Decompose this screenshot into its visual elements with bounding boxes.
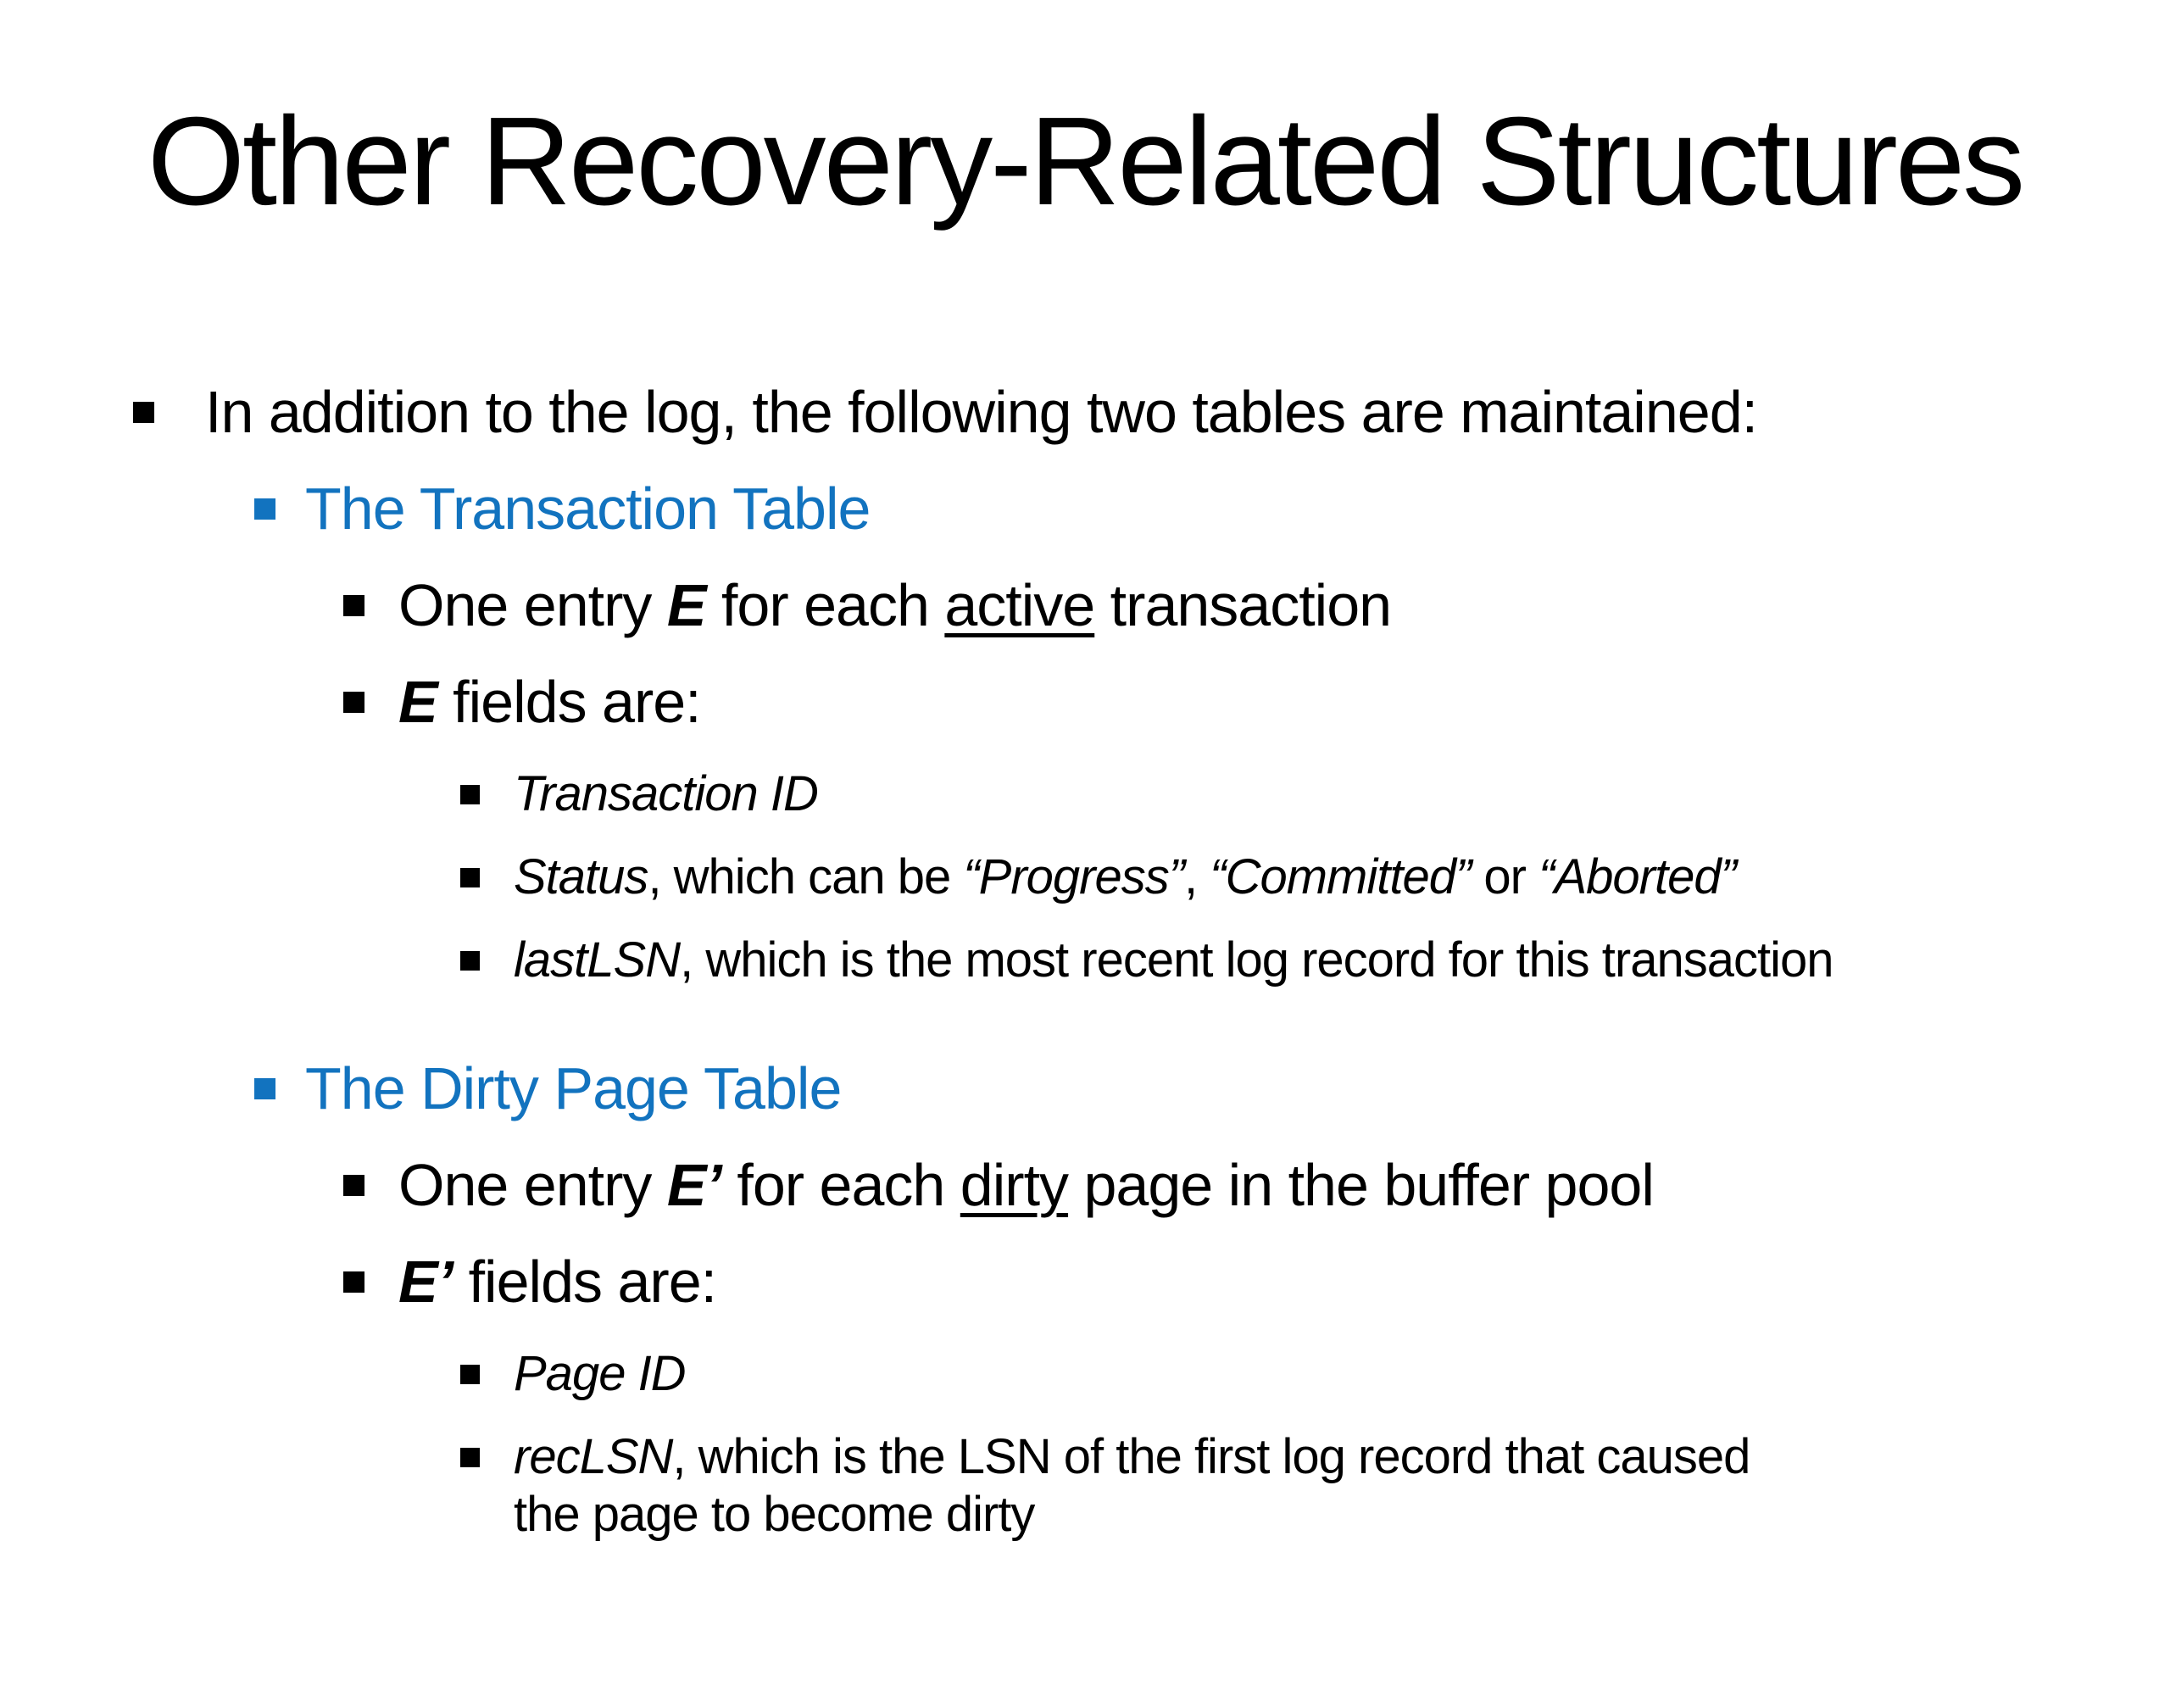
- text-run: page in the buffer pool: [1068, 1152, 1654, 1219]
- text-run: The Dirty Page Table: [305, 1055, 842, 1122]
- bullet-item: Transaction ID: [0, 765, 2170, 823]
- bullet-square-icon: [254, 498, 275, 520]
- text-run: dirty: [960, 1152, 1069, 1219]
- text-run: ,: [1184, 849, 1210, 905]
- text-run: recLSN: [514, 1429, 673, 1485]
- text-run: One entry: [398, 572, 667, 639]
- text-run: the page to become dirty: [514, 1487, 1035, 1543]
- bullet-text: One entry E’ for each dirty page in the …: [398, 1152, 2170, 1218]
- text-run: E: [666, 572, 707, 639]
- text-run: transaction: [1094, 572, 1392, 639]
- bullet-square-icon: [460, 868, 480, 888]
- bullet-square-icon: [460, 785, 480, 805]
- text-run: In addition to the log, the following tw…: [205, 379, 1758, 446]
- slide: Other Recovery-Related Structures In add…: [0, 81, 2170, 1708]
- bullet-item: The Transaction Table: [0, 476, 2170, 542]
- bullet-text: E’ fields are:: [398, 1249, 2170, 1315]
- text-run: lastLSN: [514, 932, 681, 988]
- bullet-text: In addition to the log, the following tw…: [205, 379, 2170, 445]
- bullet-square-icon: [133, 402, 154, 424]
- text-run: for each: [721, 1152, 960, 1219]
- bullet-text: The Transaction Table: [305, 476, 2170, 542]
- bullet-square-icon: [343, 595, 364, 617]
- text-run: , which can be: [648, 849, 964, 905]
- bullet-text: recLSN, which is the LSN of the first lo…: [514, 1428, 2170, 1544]
- bullet-square-icon: [343, 692, 364, 714]
- bullet-item: lastLSN, which is the most recent log re…: [0, 932, 2170, 989]
- text-run: E’: [398, 1249, 453, 1316]
- bullet-text: One entry E for each active transaction: [398, 572, 2170, 638]
- text-run: “Committed”: [1210, 849, 1472, 905]
- text-run: The Transaction Table: [305, 476, 871, 542]
- text-run: E: [398, 669, 438, 736]
- bullet-square-icon: [343, 1271, 364, 1294]
- text-run: fields are:: [437, 669, 701, 736]
- bullet-text: Page ID: [514, 1345, 2170, 1403]
- bullet-text: Transaction ID: [514, 765, 2170, 823]
- slide-title: Other Recovery-Related Structures: [147, 92, 2025, 231]
- text-run: Transaction ID: [514, 766, 819, 822]
- text-run: Page ID: [514, 1346, 687, 1402]
- text-run: , which is the LSN of the first log reco…: [672, 1429, 1750, 1485]
- bullet-square-icon: [254, 1078, 275, 1100]
- bullet-text: E fields are:: [398, 669, 2170, 735]
- bullet-item: Status, which can be “Progress”, “Commit…: [0, 848, 2170, 906]
- text-run: active: [944, 572, 1095, 639]
- bullet-item: One entry E’ for each dirty page in the …: [0, 1152, 2170, 1218]
- bullet-list: In addition to the log, the following tw…: [0, 379, 2170, 1544]
- text-run: Status: [514, 849, 648, 905]
- text-run: “Aborted”: [1538, 849, 1737, 905]
- bullet-square-icon: [343, 1175, 364, 1197]
- bullet-item: E’ fields are:: [0, 1249, 2170, 1315]
- text-run: “Progress”: [963, 849, 1185, 905]
- bullet-text: The Dirty Page Table: [305, 1055, 2170, 1121]
- bullet-item: One entry E for each active transaction: [0, 572, 2170, 638]
- bullet-square-icon: [460, 1448, 480, 1468]
- bullet-text: Status, which can be “Progress”, “Commit…: [514, 848, 2170, 906]
- text-run: for each: [705, 572, 945, 639]
- bullet-item: E fields are:: [0, 669, 2170, 735]
- text-run: One entry: [398, 1152, 667, 1219]
- bullet-square-icon: [460, 951, 480, 971]
- bullet-text: lastLSN, which is the most recent log re…: [514, 932, 2170, 989]
- text-run: fields are:: [453, 1249, 717, 1316]
- text-run: or: [1471, 849, 1539, 905]
- bullet-item: Page ID: [0, 1345, 2170, 1403]
- bullet-item: In addition to the log, the following tw…: [0, 379, 2170, 445]
- bullet-item: The Dirty Page Table: [0, 1055, 2170, 1121]
- bullet-square-icon: [460, 1365, 480, 1385]
- text-run: , which is the most recent log record fo…: [680, 932, 1833, 988]
- text-run: E’: [666, 1152, 722, 1219]
- bullet-item: recLSN, which is the LSN of the first lo…: [0, 1428, 2170, 1544]
